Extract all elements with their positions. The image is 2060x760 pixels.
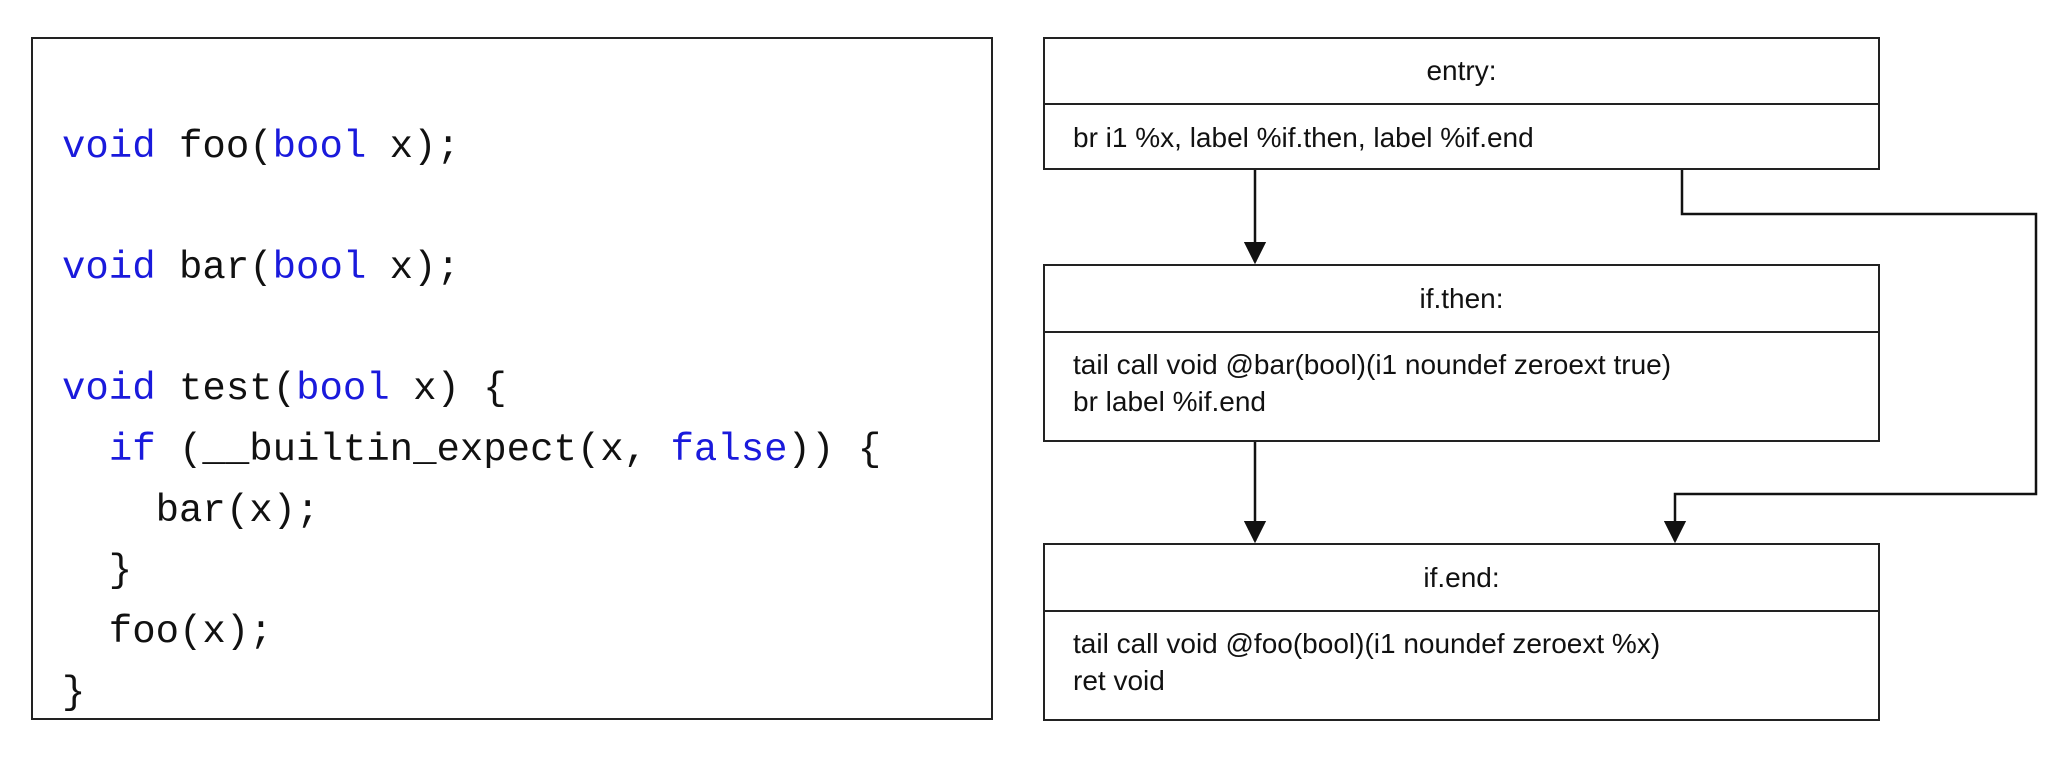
code-keyword: if [108,428,156,472]
code-keyword: bool [296,367,390,411]
code-keyword: bool [272,246,367,290]
code-line: if (__builtin_expect(x, false)) { [62,426,881,474]
code-keyword: false [670,428,788,472]
code-token: } [62,671,86,715]
code-line: foo(x); [62,608,273,656]
code-token: bar(x); [62,489,320,533]
code-token: foo( [155,125,273,169]
block-body: br i1 %x, label %if.then, label %if.end [1073,105,1868,171]
source-code-panel: void foo(bool x); void bar(bool x); void… [31,37,993,720]
code-token: )) { [787,428,882,472]
code-keyword: bool [272,125,367,169]
code-line: void test(bool x) { [62,365,507,413]
code-keyword: void [62,367,156,411]
code-line: void foo(bool x); [62,123,460,171]
code-token: bar( [155,246,273,290]
code-token: x) { [389,367,507,411]
instruction: br label %if.end [1073,386,1267,417]
instruction: tail call void @bar(bool)(i1 noundef zer… [1073,349,1672,380]
code-token: } [62,549,133,593]
block-label: entry: [1045,39,1878,105]
code-token: x); [366,246,460,290]
code-token: test( [155,367,297,411]
code-keyword: void [62,125,156,169]
block-body: tail call void @bar(bool)(i1 noundef zer… [1073,346,1868,420]
edge-entry-to-if-end [1663,170,2038,544]
code-keyword: void [62,246,156,290]
code-line: void bar(bool x); [62,244,460,292]
code-token: (__builtin_expect(x, [155,428,671,472]
code-token: foo(x); [62,610,273,654]
code-line: } [62,669,85,717]
instruction: ret void [1073,665,1165,696]
block-label: if.end: [1045,545,1878,612]
cfg-block-if-then: if.then: tail call void @bar(bool)(i1 no… [1043,264,1880,442]
code-line: } [62,547,132,595]
instruction: tail call void @foo(bool)(i1 noundef zer… [1073,628,1661,659]
block-label: if.then: [1045,266,1878,333]
cfg-block-if-end: if.end: tail call void @foo(bool)(i1 nou… [1043,543,1880,721]
code-line: bar(x); [62,487,320,535]
cfg-block-entry: entry: br i1 %x, label %if.then, label %… [1043,37,1880,170]
instruction: br i1 %x, label %if.then, label %if.end [1073,122,1534,153]
block-body: tail call void @foo(bool)(i1 noundef zer… [1073,625,1868,699]
code-token: x); [366,125,460,169]
